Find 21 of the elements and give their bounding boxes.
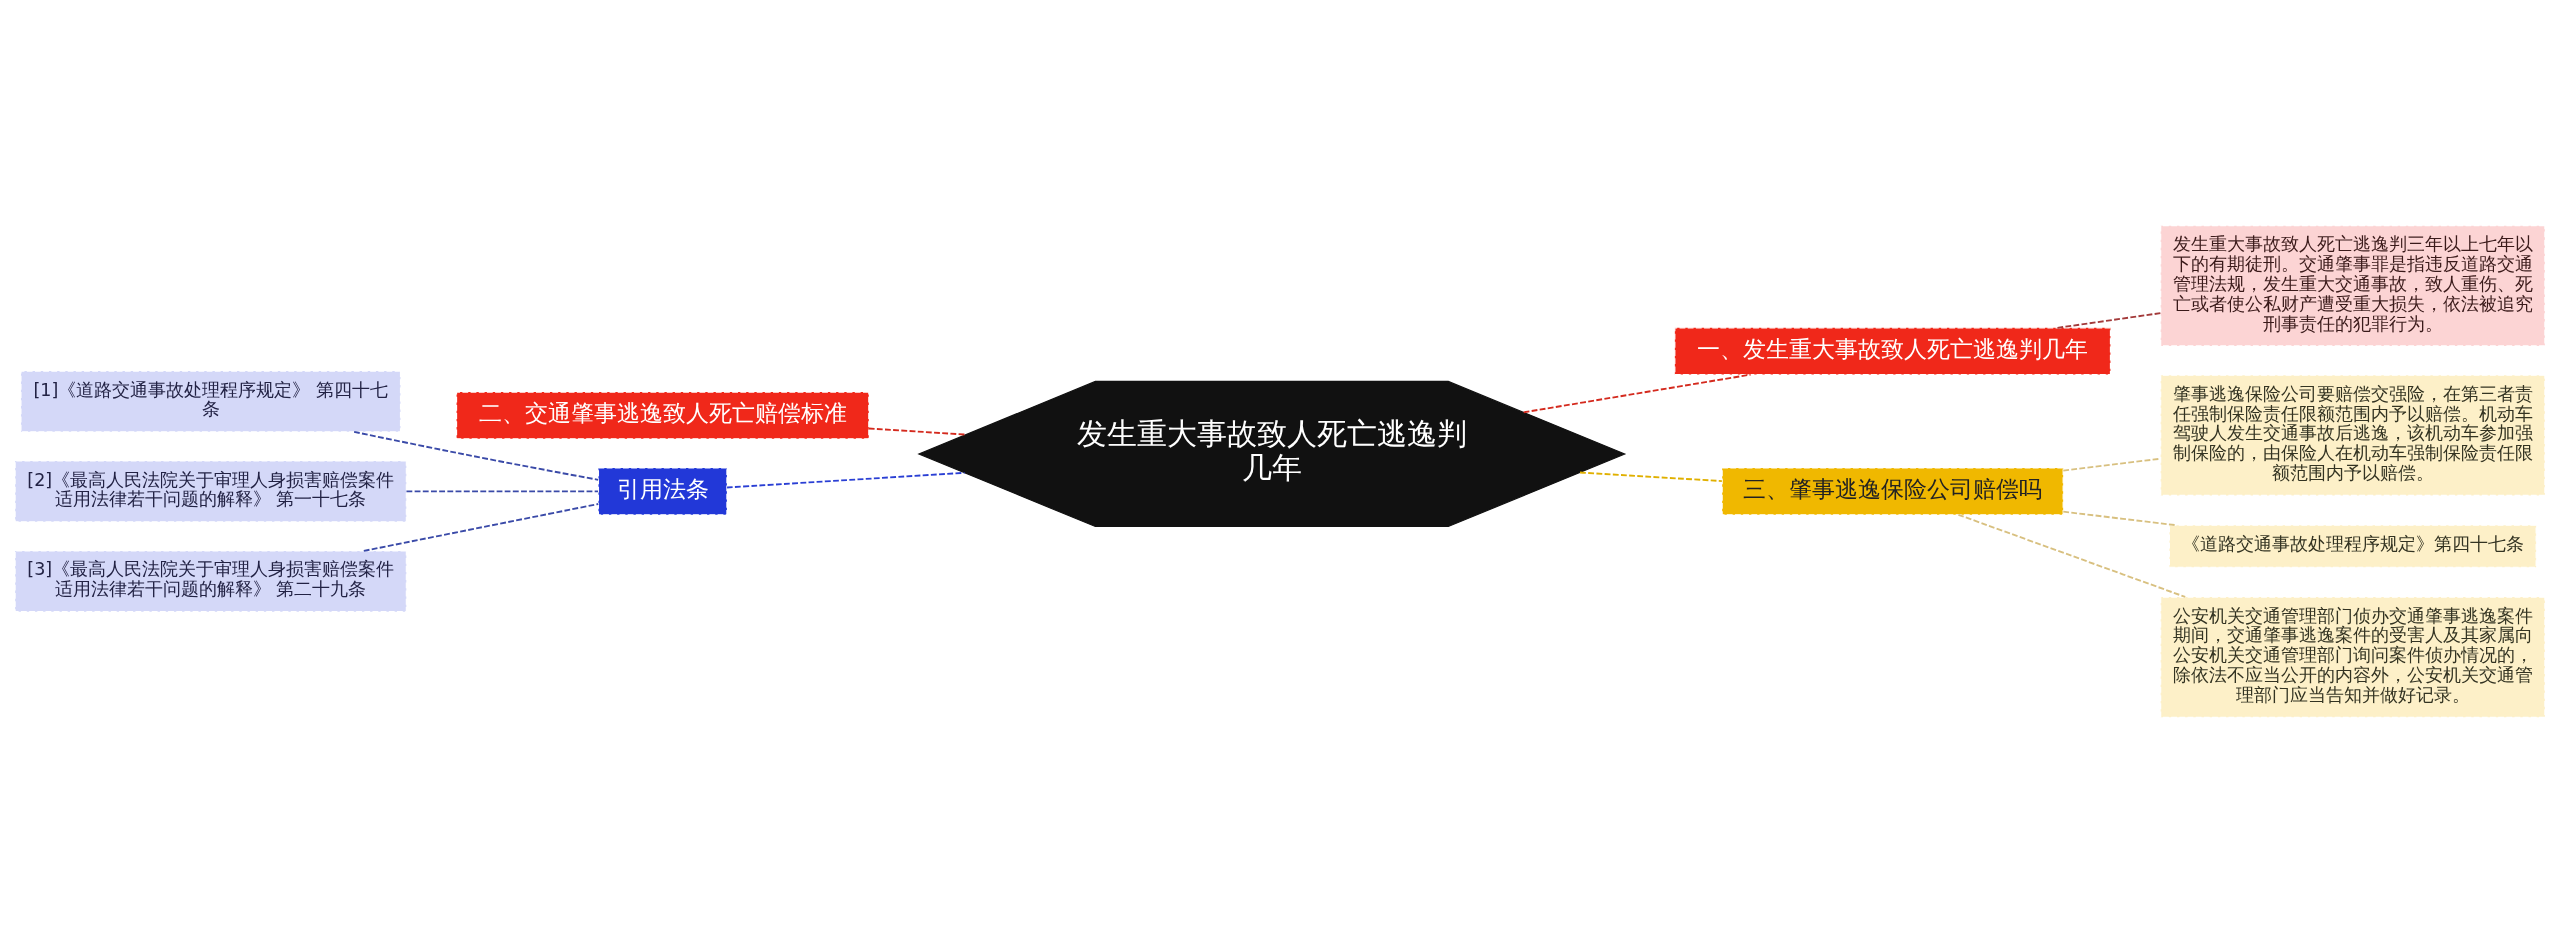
node-box: 发生重大事故致人死亡逃逸判三年以上七年以下的有期徒刑。交通肇事罪是指违反道路交通管理法规，发生重大交通事故，致人重伤、死亡或者使公私财产遭受重大损失，依法被追究刑事责任的犯罪行为。 xyxy=(2160,225,2546,347)
node-box: 二、交通肇事逃逸致人死亡赔偿标准 xyxy=(455,391,870,440)
node-box: 三、肇事逃逸保险公司赔偿吗 xyxy=(1721,467,2064,516)
node-box: 公安机关交通管理部门侦办交通肇事逃逸案件期间，交通肇事逃逸案件的受害人及其家属向公安机关交通管理部门询问案件侦办情况的，除依法不应当公开的内容外，公安机关交通管理部门应当告知并做好记录。 xyxy=(2160,596,2546,718)
connector xyxy=(1579,471,1723,483)
connector xyxy=(1522,373,1752,414)
connector xyxy=(362,503,600,552)
node-box: 引用法条 xyxy=(597,467,728,516)
connector xyxy=(2062,510,2178,527)
connector xyxy=(1957,513,2187,598)
node-box: 《道路交通事故处理程序规定》第四十七条 xyxy=(2168,524,2537,568)
node-box: [3]《最高人民法院关于审理人身损害赔偿案件适用法律若干问题的解释》 第二十九条 xyxy=(14,550,407,613)
connector xyxy=(2056,312,2162,329)
node-box: [1]《道路交通事故处理程序规定》 第四十七条 xyxy=(20,370,402,433)
connector xyxy=(353,430,600,481)
connector xyxy=(726,471,966,489)
node-box: 一、发生重大事故致人死亡逃逸判几年 xyxy=(1674,327,2112,376)
node-box: [2]《最高人民法院关于审理人身损害赔偿案件适用法律若干问题的解释》 第一十七条 xyxy=(14,460,407,523)
connector xyxy=(867,427,967,436)
connector xyxy=(405,490,599,493)
node-box: 肇事逃逸保险公司要赔偿交强险，在第三者责任强制保险责任限额范围内予以赔偿。机动车驾驶人发生交通事故后逃逸，该机动车参加强制保险的，由保险人在机动车强制保险责任限额范围内予以赔偿。 xyxy=(2160,374,2546,497)
